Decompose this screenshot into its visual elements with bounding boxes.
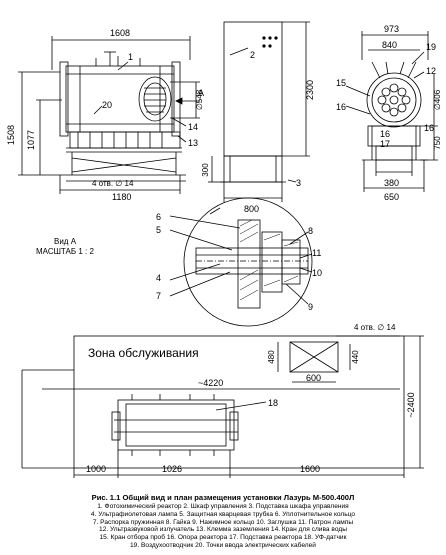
callout-12: 12	[426, 66, 436, 76]
dim-1026: 1026	[162, 464, 182, 474]
callout-15: 15	[336, 78, 346, 88]
dim-600: 600	[306, 373, 321, 383]
lamp-flange	[138, 76, 172, 122]
dim-800: 800	[244, 204, 259, 214]
callout-16-left: 16	[336, 102, 346, 112]
callout-3: 3	[296, 178, 301, 188]
dim-840: 840	[382, 40, 397, 50]
dim-380: 380	[384, 178, 399, 188]
reactor-front-view	[18, 36, 200, 194]
detail-view-a	[169, 197, 313, 327]
flange-section	[237, 219, 261, 309]
callout-8: 8	[308, 226, 313, 236]
dim-1600: 1600	[300, 464, 320, 474]
figure-legend: 1. Фотохимический реактор 2. Шкаф управл…	[0, 503, 446, 550]
legend-line: 12. Ультразвуковой излучатель 13. Клемма…	[99, 526, 347, 534]
plan-holes: 4 отв. ∅ 14	[354, 323, 396, 332]
reactor-cross-section	[366, 72, 422, 128]
callout-7: 7	[156, 291, 161, 301]
dim-2300: 2300	[305, 80, 315, 100]
dim-973: 973	[384, 24, 399, 34]
callout-4: 4	[156, 273, 161, 283]
callout-11: 11	[312, 248, 321, 258]
legend-line: 1. Фотохимический реактор 2. Шкаф управл…	[97, 503, 349, 510]
figure-title: Рис. 1.1 Общий вид и план размещения уст…	[91, 493, 355, 502]
dim-2400: ~2400	[406, 392, 416, 417]
emitter-row	[69, 131, 181, 149]
reactor-side-view	[345, 31, 438, 192]
callout-14: 14	[188, 122, 198, 132]
callout-17: 17	[380, 139, 390, 149]
dim-4220: ~4220	[198, 378, 223, 388]
dim-300: 300	[201, 163, 210, 177]
callout-5: 5	[156, 225, 161, 235]
dim-holes-top: 4 отв. ∅ 14	[92, 179, 134, 188]
side-stand	[367, 125, 421, 147]
labels: 1608 1508 1077 4 отв. ∅ 14 1180 ∅548 А 2…	[6, 24, 442, 474]
callout-6: 6	[156, 212, 161, 222]
cabinet-body	[223, 21, 283, 157]
view-a-title: Вид А	[54, 237, 77, 246]
reactor-body	[65, 65, 175, 133]
callout-20: 20	[102, 100, 112, 110]
view-a-label: А	[198, 88, 204, 98]
service-zone-label: Зона обслуживания	[88, 346, 199, 360]
dim-440: 440	[351, 350, 360, 364]
callout-10: 10	[312, 268, 322, 278]
legend-line: 7. Распорка пружинная 8. Гайка 9. Нажимн…	[92, 518, 354, 526]
callout-16-right: 16	[424, 123, 434, 133]
callout-2: 2	[250, 50, 255, 60]
control-cabinet	[208, 21, 310, 202]
dim-1608: 1608	[110, 28, 130, 38]
service-zone	[73, 335, 405, 469]
dim-548: ∅548	[195, 89, 204, 110]
legend-line: 4. Ультрафиолетовая лампа 5. Защитная кв…	[90, 510, 356, 518]
scale-label: МАСШТАБ 1 : 2	[36, 247, 94, 256]
cabinet-stand	[223, 155, 283, 183]
cabinet-footprint	[289, 341, 339, 373]
dim-1077: 1077	[26, 130, 36, 150]
dim-1180: 1180	[112, 192, 131, 202]
detail-circle	[183, 197, 313, 327]
callout-19: 19	[426, 42, 436, 52]
dim-406: ∅406	[433, 89, 442, 110]
dim-1508: 1508	[6, 125, 16, 145]
dim-750: 750	[433, 136, 442, 150]
legend-line: 15. Кран отбора проб 16. Опора реактора …	[99, 534, 347, 542]
legend-line: 19. Воздухоотводчик 20. Точки ввода элек…	[130, 541, 316, 549]
dim-1000: 1000	[86, 464, 106, 474]
dim-650: 650	[384, 192, 399, 202]
callout-1: 1	[128, 52, 133, 62]
reactor-footprint	[117, 399, 235, 451]
callout-16-mid: 16	[380, 129, 390, 139]
callout-9: 9	[308, 302, 313, 312]
callout-13: 13	[188, 138, 198, 148]
lamp-array	[377, 83, 411, 117]
dim-480: 480	[267, 350, 276, 364]
floor-plan	[21, 335, 424, 478]
callout-18: 18	[268, 398, 278, 408]
